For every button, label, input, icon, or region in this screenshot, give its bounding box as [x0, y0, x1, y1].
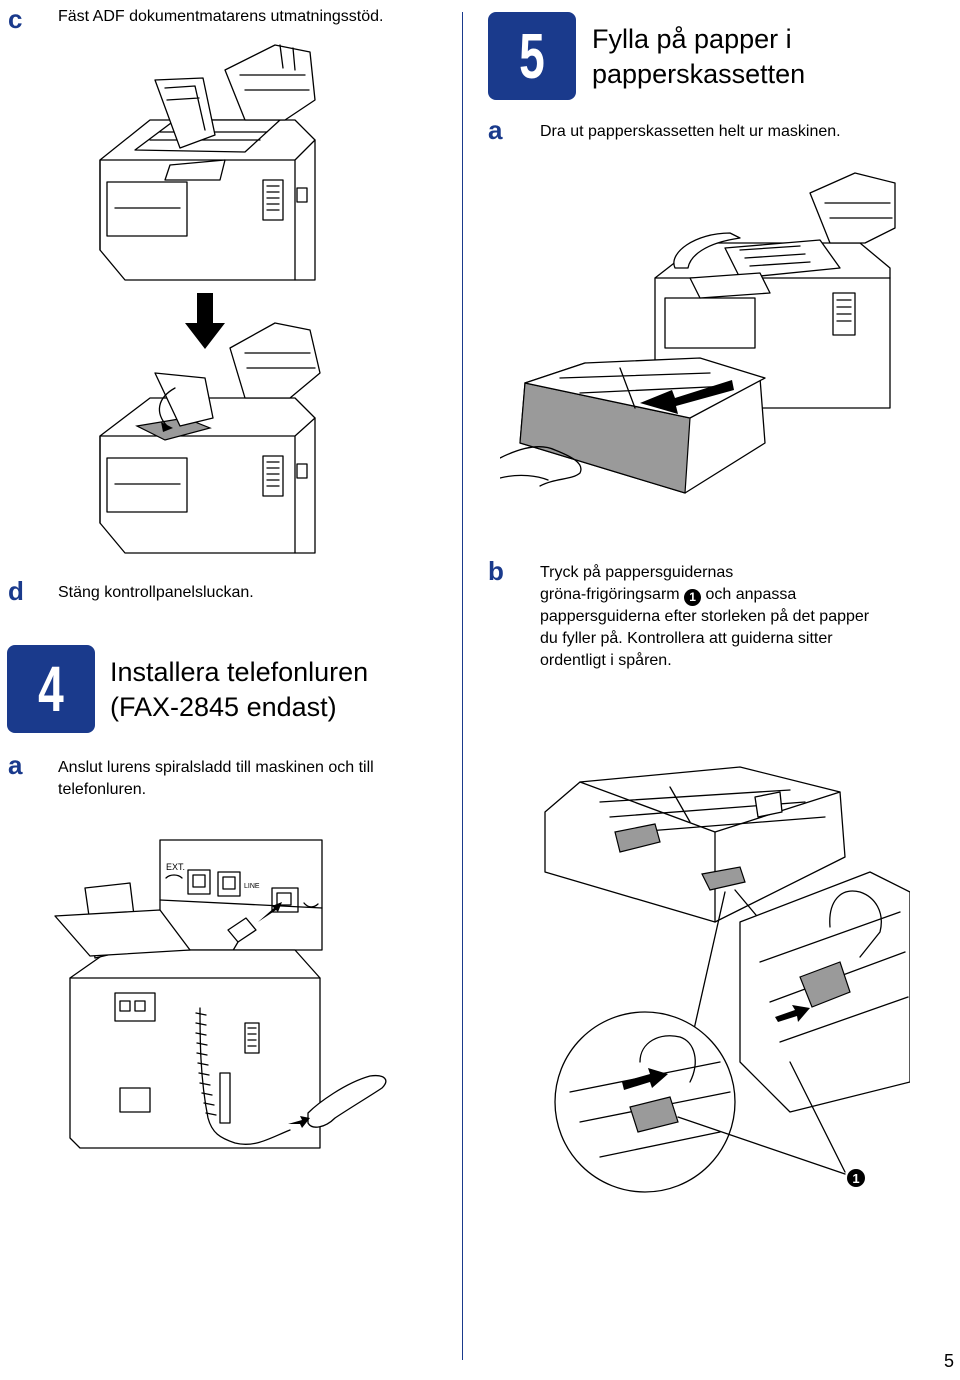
step-letter-c: c — [8, 4, 23, 34]
adjust-paper-guides-illustration: 1 — [544, 766, 910, 1193]
down-arrow-icon — [185, 293, 225, 349]
handset-connection-illustration: EXT. LINE — [54, 839, 387, 1149]
step-d-text: Stäng kontrollpanelsluckan. — [58, 584, 254, 601]
step-a-right-text: Dra ut papperskassetten helt ur maskinen… — [540, 123, 841, 140]
page-number: 5 — [943, 1351, 954, 1371]
step-letter-b: b — [488, 556, 504, 586]
step-b-text-line1: Tryck på pappersguidernas — [540, 564, 734, 581]
section-number-badge-4: 4 — [7, 645, 95, 733]
step-a-left-text-line1: Anslut lurens spiralsladd till maskinen … — [58, 759, 374, 776]
step-b-text-line4: du fyller på. Kontrollera att guiderna s… — [540, 630, 833, 647]
step-letter-d: d — [8, 576, 24, 606]
column-divider — [462, 12, 463, 1360]
fax-close-panel-illustration — [99, 322, 321, 554]
section-4-title-line2: (FAX-2845 endast) — [110, 692, 337, 722]
section-5-title-line1: Fylla på papper i — [592, 24, 792, 54]
ext-port-label: EXT. — [166, 862, 185, 872]
section-number-badge-5: 5 — [488, 12, 576, 100]
section-4-title-line1: Installera telefonluren — [110, 657, 369, 687]
fax-adf-support-illustration — [99, 44, 316, 281]
step-letter-a-left: a — [8, 750, 23, 780]
step-b-text-line2a: gröna-frigöringsarm — [540, 586, 680, 603]
step-letter-a-right: a — [488, 115, 503, 145]
callout-1-inline-icon: 1 — [684, 589, 702, 606]
section-5-title-line2: papperskassetten — [592, 59, 806, 89]
pull-paper-tray-illustration — [500, 172, 896, 494]
line-port-label: LINE — [244, 883, 260, 890]
step-a-left-text-line2: telefonluren. — [58, 781, 147, 798]
step-b-text-line5: ordentligt i spåren. — [540, 652, 672, 669]
callout-1-label: 1 — [852, 1171, 859, 1186]
step-b-text-line3: pappersguiderna efter storleken på det p… — [540, 608, 870, 625]
step-b-text-line2: gröna-frigöringsarm 1 och anpassa — [540, 584, 796, 606]
step-c-text: Fäst ADF dokumentmatarens utmatningsstöd… — [58, 8, 384, 25]
step-b-text-line2b: och anpassa — [705, 586, 797, 603]
